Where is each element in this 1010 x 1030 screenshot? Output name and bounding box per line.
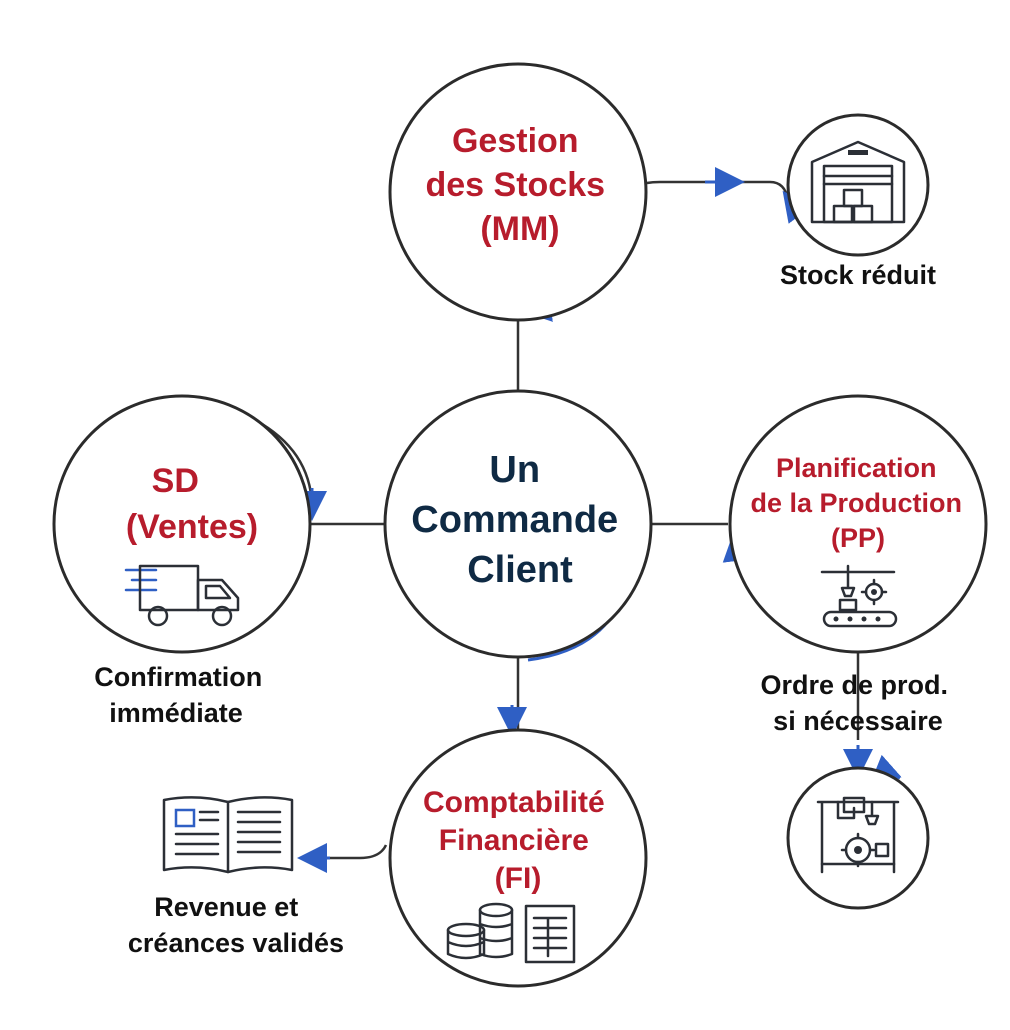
mm-title-line: des Stocks [426,166,606,204]
production-caption: Ordre de prod. si nécessaire [760,670,955,736]
warehouse-icon [810,140,906,224]
sd-title: SD (Ventes) [126,462,258,546]
stock-caption-line: Stock réduit [780,260,936,290]
confirmation-caption-line: immédiate [109,698,243,728]
connector-fi-revenue [310,844,388,860]
coins-and-ledger-icon [446,902,576,964]
sd-title-line: (Ventes) [126,508,258,546]
conveyor-robot-icon [820,564,898,628]
center-title: Un Commande Client [411,449,628,591]
production-caption-line: si nécessaire [773,706,943,736]
pp-title-line: (PP) [831,523,885,553]
factory-robot-icon [816,796,900,874]
open-book-icon [162,796,294,874]
fi-title-line: Comptabilité [423,786,605,819]
confirmation-caption-line: Confirmation [94,662,262,692]
fi-title-line: Financière [439,824,589,857]
confirmation-caption: Confirmation immédiate [94,662,270,728]
pp-title-line: Planification [776,453,937,483]
pp-title-line: de la Production [750,488,962,518]
delivery-truck-icon [124,564,240,627]
fi-title-line: (FI) [495,862,542,895]
mm-title-line: Gestion [452,122,579,160]
center-title-line: Commande [411,499,618,541]
node-pp [728,394,988,654]
fi-title: Comptabilité Financière (FI) [423,786,613,895]
center-title-line: Client [467,549,573,591]
revenue-caption: Revenue et créances validés [128,892,344,958]
pp-title: Planification de la Production (PP) [750,453,969,553]
revenue-caption-line: créances validés [128,928,344,958]
center-node [383,389,653,659]
node-sd [52,394,312,654]
sd-title-line: SD [152,462,199,500]
stock-caption: Stock réduit [780,260,936,290]
node-fi [388,728,648,988]
connector-stock-return [735,180,790,201]
mm-title-line: (MM) [480,210,559,248]
center-title-line: Un [489,449,540,491]
revenue-caption-line: Revenue et [154,892,298,922]
production-caption-line: Ordre de prod. [760,670,948,700]
node-mm [388,62,648,322]
mm-title: Gestion des Stocks (MM) [426,122,615,248]
